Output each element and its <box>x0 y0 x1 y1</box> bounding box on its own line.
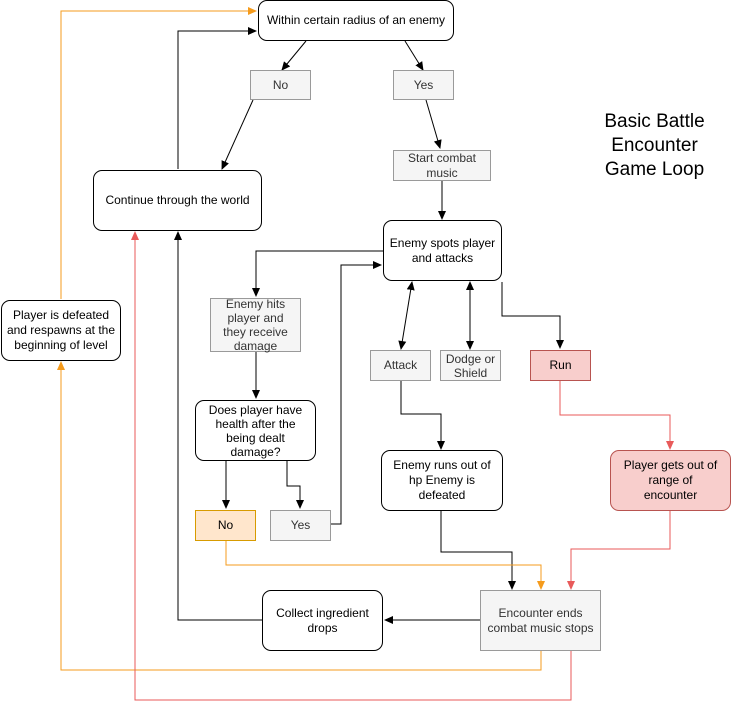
node-start-music: Start combat music <box>393 150 491 181</box>
edge-health-to-yes <box>286 461 304 509</box>
node-player-defeated: Player is defeated and respawns at the b… <box>1 300 121 361</box>
edge-attack-to-defeated <box>400 381 445 450</box>
node-yes-health: Yes <box>270 510 331 541</box>
edge-range-to-ends <box>567 511 671 590</box>
node-run: Run <box>530 350 591 381</box>
edge-yes-to-spots <box>331 261 382 525</box>
node-enemy-hits: Enemy hits player and they receive damag… <box>210 297 301 353</box>
edge-spots-to-hits <box>252 250 383 297</box>
edge-spots-to-run <box>501 282 564 349</box>
node-no-health: No <box>195 510 256 541</box>
edge-ends-to-continue <box>131 231 572 701</box>
node-dodge: Dodge or Shield <box>440 350 501 381</box>
node-no-top: No <box>250 70 311 100</box>
node-enemy-defeated: Enemy runs out of hp Enemy is defeated <box>381 450 503 511</box>
node-out-of-range: Player gets out of range of encounter <box>610 450 731 511</box>
edge-radius-to-yes <box>404 40 424 71</box>
node-radius: Within certain radius of an enemy <box>258 0 454 41</box>
node-encounter-ends: Encounter ends combat music stops <box>480 590 601 651</box>
edge-collect-to-continue <box>174 231 262 621</box>
node-enemy-spots: Enemy spots player and attacks <box>383 220 502 281</box>
edge-yes-to-music <box>425 99 442 149</box>
edge-radius-to-no <box>281 40 307 71</box>
edge-no-to-continue <box>221 99 254 170</box>
node-continue: Continue through the world <box>93 170 262 231</box>
edge-continue-to-radius <box>177 27 257 169</box>
edge-defeated-to-radius <box>60 7 257 299</box>
node-collect-drops: Collect ingredient drops <box>262 590 383 651</box>
edge-defeated-to-ends <box>440 511 516 590</box>
title-line-1: Basic Battle <box>604 111 705 132</box>
edge-attack-spots <box>398 281 415 350</box>
title-line-2: Encounter <box>611 135 698 156</box>
diagram-title: Basic Battle Encounter Game Loop <box>582 110 727 182</box>
edge-run-to-range <box>559 381 674 450</box>
node-health-check: Does player have health after the being … <box>195 400 316 461</box>
title-line-3: Game Loop <box>604 159 705 180</box>
edge-no-to-ends <box>225 541 545 590</box>
node-attack: Attack <box>370 350 431 381</box>
node-yes-top: Yes <box>393 70 454 100</box>
edge-ends-to-defeated <box>57 361 542 671</box>
